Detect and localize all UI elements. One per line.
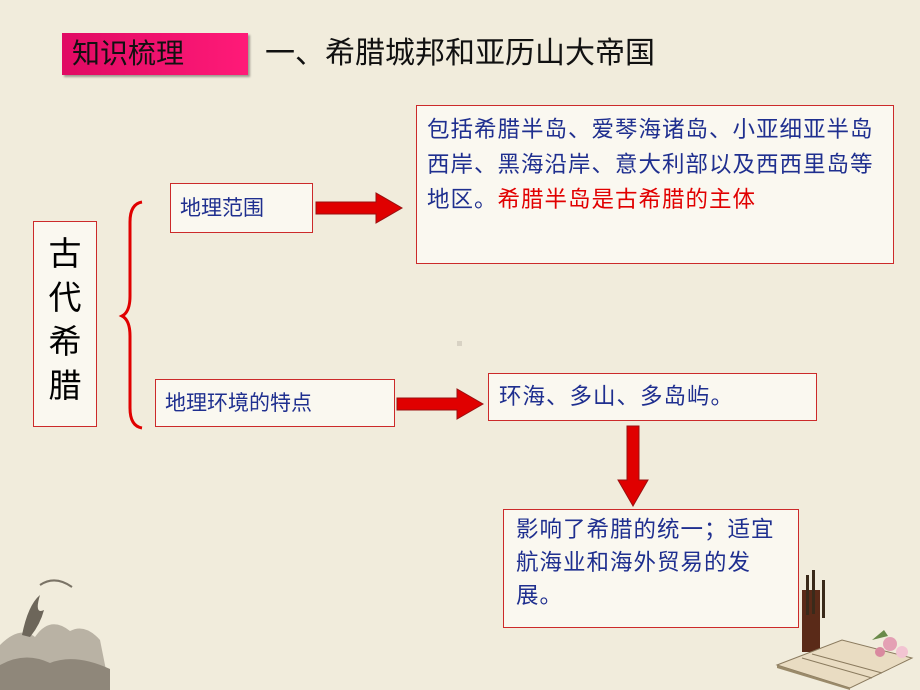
subject-char: 希 bbox=[48, 322, 82, 361]
range-label-box: 地理范围 bbox=[170, 183, 313, 233]
page-title: 一、希腊城邦和亚历山大帝国 bbox=[265, 36, 655, 71]
brace-icon bbox=[118, 200, 143, 430]
subject-char: 古 bbox=[48, 234, 82, 273]
range-highlight: 希腊半岛是古希腊的主体 bbox=[497, 187, 757, 213]
center-dot bbox=[457, 341, 462, 346]
range-description-box: 包括希腊半岛、爱琴海诸岛、小亚细亚半岛西岸、黑海沿岸、意大利部以及西西里岛等地区… bbox=[416, 105, 894, 264]
environment-label-box: 地理环境的特点 bbox=[155, 379, 395, 427]
landscape-decoration-icon bbox=[0, 579, 110, 690]
environment-description-box: 环海、多山、多岛屿。 bbox=[488, 373, 817, 421]
subject-box: 古 代 希 腊 bbox=[33, 221, 97, 427]
impact-description-box: 影响了希腊的统一；适宜航海业和海外贸易的发展。 bbox=[503, 509, 799, 628]
right-arrow-icon bbox=[315, 192, 404, 224]
range-description: 包括希腊半岛、爱琴海诸岛、小亚细亚半岛西岸、黑海沿岸、意大利部以及西西里岛等地区… bbox=[427, 117, 874, 213]
subject-char: 腊 bbox=[48, 366, 82, 405]
right-arrow-icon bbox=[396, 388, 485, 420]
down-arrow-icon bbox=[617, 425, 649, 508]
subject-char: 代 bbox=[48, 278, 82, 317]
section-tag: 知识梳理 bbox=[62, 33, 248, 75]
books-decoration-icon bbox=[775, 570, 914, 690]
